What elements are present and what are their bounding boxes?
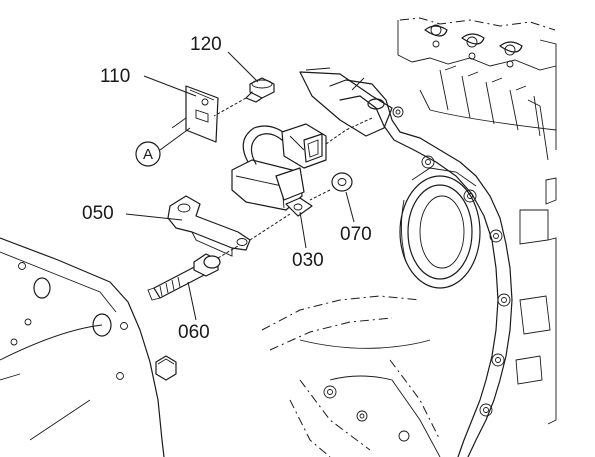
stud-060 (147, 245, 239, 301)
mounting-plate (0, 237, 177, 457)
bolt-120 (213, 77, 275, 117)
sensor-030 (231, 117, 373, 217)
plate-110 (171, 85, 219, 143)
engine-housing (261, 17, 557, 457)
part-label-070: 070 (340, 224, 372, 245)
part-label-050: 050 (82, 203, 114, 224)
leader-lines (125, 51, 355, 321)
callout-a: A (135, 141, 161, 167)
part-label-120: 120 (190, 34, 222, 55)
washer-070 (309, 172, 353, 201)
part-label-110: 110 (100, 66, 130, 87)
housing-tab (299, 67, 393, 137)
bracket-050 (167, 195, 291, 257)
part-label-030: 030 (292, 250, 324, 271)
part-label-060: 060 (178, 322, 210, 343)
callout-a-label: A (143, 146, 153, 163)
